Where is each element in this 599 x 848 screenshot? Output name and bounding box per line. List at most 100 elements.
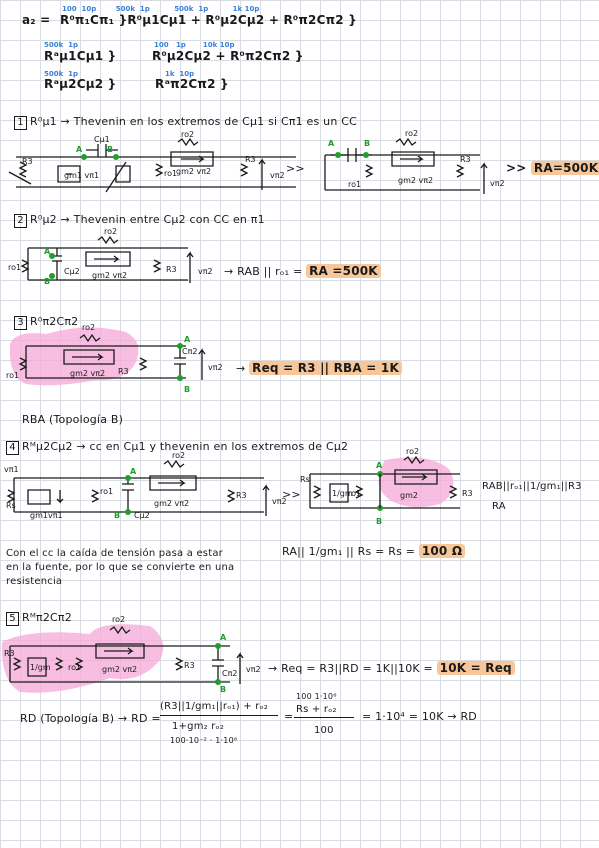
section-title: R⁰π2Cπ2 — [30, 315, 79, 328]
svg-text:gm2 vπ2: gm2 vπ2 — [154, 499, 189, 508]
svg-text:A: A — [44, 247, 51, 256]
svg-text:vπ2: vπ2 — [198, 267, 213, 276]
svg-text:B: B — [220, 685, 226, 694]
svg-text:ro1: ro1 — [348, 489, 361, 498]
header-a2-label: a₂ = — [22, 13, 51, 27]
arrow-4: >> — [282, 488, 301, 501]
svg-text:gm1 vπ1: gm1 vπ1 — [64, 171, 99, 180]
svg-text:R3: R3 — [245, 155, 256, 164]
section-number: 5 — [6, 612, 19, 626]
svg-text:Cπ2: Cπ2 — [222, 669, 238, 678]
arrow-1: >> — [286, 162, 305, 175]
svg-text:1/gm: 1/gm — [332, 489, 353, 498]
section-2-result: → RAB || rₒ₁ = RA =500K — [224, 264, 381, 278]
svg-text:vπ2: vπ2 — [490, 179, 505, 188]
section-5-simpl-top: 100 1·10⁶ — [296, 692, 337, 701]
svg-text:A: A — [130, 467, 137, 476]
header-blue-marks: 100 10p 500k 1p 500k 1p 1k 10p — [62, 5, 260, 13]
svg-text:R3: R3 — [22, 157, 33, 166]
section-5-rd-result: = 1·10⁴ = 10K → RD — [362, 710, 477, 723]
svg-text:gm2: gm2 — [400, 491, 418, 500]
header-expression: R⁰π₁Cπ₁ }R⁰μ1Cμ1 + R⁰μ2Cμ2 + R⁰π2Cπ2 } — [60, 13, 357, 27]
svg-text:A: A — [184, 335, 191, 344]
section-title: R⁰μ2 → Thevenin entre Cμ2 con CC en π1 — [30, 213, 265, 226]
svg-text:ro2: ro2 — [172, 451, 185, 460]
fraction-bar-2 — [294, 717, 354, 718]
section-title: R⁰μ1 → Thevenin en los extremos de Cμ1 s… — [30, 115, 357, 128]
svg-text:B: B — [184, 385, 190, 394]
svg-text:vπ2: vπ2 — [270, 171, 285, 180]
svg-text:gm2 vπ2: gm2 vπ2 — [92, 271, 127, 280]
section-3-result: → Req = R3 || RBA = 1K — [236, 361, 402, 375]
svg-text:R3: R3 — [460, 155, 471, 164]
svg-text:ro2: ro2 — [181, 130, 194, 139]
section-number: 2 — [14, 214, 27, 228]
svg-text:B: B — [107, 145, 113, 154]
svg-text:ro2: ro2 — [82, 323, 95, 332]
svg-text:R3: R3 — [118, 367, 129, 376]
header-blue-marks-2: 500k 1p — [44, 41, 79, 49]
section-5-simpl-num: Rs + rₒ₂ — [296, 704, 337, 715]
svg-text:gm1vπ1: gm1vπ1 — [30, 511, 63, 520]
svg-text:A: A — [220, 633, 227, 642]
svg-text:vπ2: vπ2 — [208, 363, 223, 372]
section-5-rd-line: RD (Topología B) → RD = — [20, 712, 161, 725]
svg-text:vπ2: vπ2 — [246, 665, 261, 674]
svg-text:ro1: ro1 — [8, 263, 21, 272]
svg-text:B: B — [44, 277, 50, 286]
section-1-result: >> RA=500K — [506, 161, 599, 175]
svg-text:A: A — [76, 145, 83, 154]
section-4-eq: RA|| 1/gm₁ || Rs = Rs = 100 Ω — [282, 544, 466, 558]
svg-text:R3: R3 — [462, 489, 473, 498]
svg-text:ro1: ro1 — [100, 487, 113, 496]
svg-text:Rs: Rs — [6, 501, 16, 510]
header-blue-marks-4: 500k 1p — [44, 70, 79, 78]
equals-1: = — [284, 710, 294, 723]
svg-text:Rs: Rs — [300, 475, 310, 484]
svg-text:vπ1: vπ1 — [4, 465, 19, 474]
circuit-1-left: R3 gm1 vπ1 Cμ1 A B ro1 gm2 vπ2 ro2 R3 vπ… — [6, 130, 306, 202]
svg-text:B: B — [376, 517, 382, 526]
svg-text:ro2: ro2 — [104, 227, 117, 236]
section-4-right-label: RAB||rₒ₁||1/gm₁||R3 — [482, 481, 582, 492]
svg-text:R3: R3 — [4, 649, 15, 658]
circuit-3: ro1 gm2 vπ2 ro2 R3 A B Cπ2 vπ2 — [6, 323, 223, 394]
svg-text:R3: R3 — [166, 265, 177, 274]
svg-text:ro2: ro2 — [406, 447, 419, 456]
circuit-2: ro1 A B Cμ2 gm2 vπ2 ro2 R3 vπ2 — [8, 227, 213, 286]
svg-text:gm2 vπ2: gm2 vπ2 — [398, 176, 433, 185]
section-number: 3 — [14, 316, 27, 330]
section-5-rd-denominator: 1+gm₂ rₒ₂ — [172, 721, 225, 732]
header-blue-marks-5: 1k 10p — [165, 70, 195, 78]
svg-text:A: A — [328, 139, 335, 148]
circuit-1-right: A B ro1 gm2 vπ2 ro2 R3 vπ2 — [320, 129, 505, 200]
section-5-rd-den-values: 100·10⁻² · 1·10⁶ — [170, 736, 238, 745]
svg-text:ro2: ro2 — [112, 615, 125, 624]
svg-text:gm2 vπ2: gm2 vπ2 — [102, 665, 137, 674]
section-3-note: RBA (Topología B) — [22, 413, 124, 426]
svg-text:ro1: ro1 — [164, 169, 177, 178]
header-line3b: Rᵃπ2Cπ2 } — [155, 77, 229, 91]
section-5-rd-numerator: (R3||1/gm₁||rₒ₁) + rₒ₂ — [160, 701, 269, 712]
svg-text:ro2: ro2 — [405, 129, 418, 138]
svg-text:A: A — [376, 461, 383, 470]
svg-text:Cμ2: Cμ2 — [64, 267, 80, 276]
section-5-eq: → Req = R3||RD = 1K||10K = 10K = Req — [268, 661, 515, 675]
svg-text:Cπ2: Cπ2 — [182, 347, 198, 356]
header-line3a: Rᵃμ2Cμ2 } — [44, 77, 117, 91]
section-4-comment: Con el cc la caída de tensión pasa a est… — [6, 548, 235, 587]
header-blue-marks-3: 100 1p 10k 10p — [154, 41, 235, 49]
section-title: Rᴹμ2Cμ2 → cc en Cμ1 y thevenin en los ex… — [22, 440, 349, 453]
section-title: Rᴹπ2Cπ2 — [22, 611, 72, 624]
svg-text:Cμ1: Cμ1 — [94, 135, 110, 144]
section-4-right-label-2: RA — [492, 501, 506, 512]
svg-text:gm2 vπ2: gm2 vπ2 — [70, 369, 105, 378]
circuit-4-left: vπ1 Rs gm1vπ1 ro1 A B Cμ2 gm2 vπ2 ro2 R3… — [4, 451, 287, 520]
section-number: 1 — [14, 116, 27, 130]
circuit-4-right: Rs 1/gm ro1 A B gm2 ro2 R3 — [300, 447, 473, 526]
